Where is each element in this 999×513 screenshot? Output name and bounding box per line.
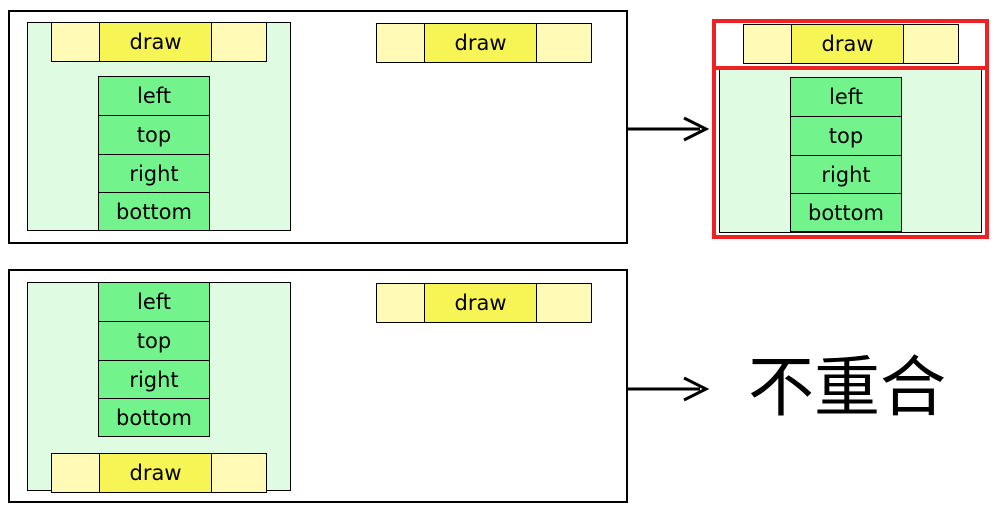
row2-arrow [626,376,710,402]
bottom-label: bottom [116,200,192,224]
stack-left: left [99,77,209,116]
draw-cell: draw [791,25,904,63]
draw-label: draw [129,461,182,485]
result-draw-bar: draw [743,24,959,64]
stack-bottom: bottom [791,194,901,232]
stack-right: right [791,156,901,194]
right-label: right [129,367,179,392]
stack-right: right [99,361,209,399]
draw-cell: draw [424,284,537,322]
row2-draw-bar-inner: draw [51,453,267,493]
stack-left: left [99,283,209,322]
stack-right: right [99,155,209,193]
left-label: left [136,290,171,314]
row1-draw-bar-inner: draw [51,22,267,62]
draw-cell: draw [99,454,212,492]
row2-stack: left top right bottom [98,282,210,437]
bottom-label: bottom [808,201,884,225]
draw-label: draw [454,291,507,315]
stack-left: left [791,78,901,117]
bottom-label: bottom [116,406,192,430]
stack-top: top [791,117,901,156]
row1-arrow [626,116,710,142]
right-label: right [129,161,179,186]
draw-label: draw [821,32,874,56]
stack-bottom: bottom [99,193,209,231]
draw-cell: draw [424,24,537,62]
stack-bottom: bottom [99,399,209,437]
left-label: left [136,84,171,108]
row2-draw-bar-free: draw [376,283,592,323]
result-divider-line [714,66,987,70]
stack-top: top [99,116,209,155]
stack-top: top [99,322,209,361]
top-label: top [828,124,864,148]
right-label: right [821,162,871,187]
mismatch-label: 不重合 [748,349,946,426]
draw-label: draw [454,31,507,55]
draw-cell: draw [99,23,212,61]
result-stack: left top right bottom [790,77,902,232]
left-label: left [828,85,863,109]
top-label: top [136,123,172,147]
row1-stack: left top right bottom [98,76,210,231]
draw-label: draw [129,30,182,54]
row1-draw-bar-free: draw [376,23,592,63]
top-label: top [136,329,172,353]
